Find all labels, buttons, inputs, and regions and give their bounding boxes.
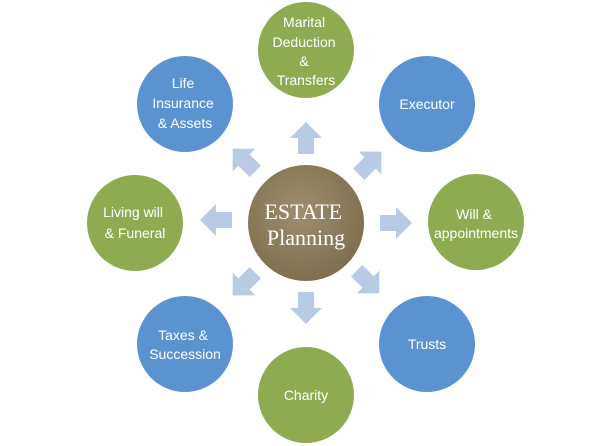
node-circle-taxes-succession (137, 296, 233, 392)
svg-text:Will & appointments: Will & appointments (434, 206, 518, 241)
arrow-up-right (353, 151, 382, 180)
node-marital-deduction: Marital Deduction & Transfers (258, 2, 354, 98)
arrow-down-right (351, 265, 380, 294)
node-label-line: appointments (434, 225, 518, 241)
svg-text:Executor: Executor (399, 96, 455, 112)
node-label-line: Executor (399, 96, 455, 112)
node-trusts: Trusts (379, 296, 475, 392)
arrow-down (290, 292, 322, 324)
node-circle-will-appointments (428, 174, 524, 270)
node-circle-living-will-funeral (87, 175, 183, 271)
node-circle-marital-deduction (258, 2, 354, 98)
center-circle (248, 165, 364, 281)
node-label-line: & Assets (158, 115, 212, 131)
center-node: ESTATE Planning (248, 165, 364, 281)
node-circle-trusts (379, 296, 475, 392)
node-label-line: Trusts (408, 336, 446, 352)
node-life-insurance-assets: Life Insurance & Assets (137, 56, 233, 152)
svg-text:Marital Deduction: Marital Deduction & Transfers (273, 14, 340, 88)
node-label-line: & (299, 53, 309, 69)
node-label-line: Insurance (152, 95, 214, 111)
svg-text:Life Insurance &: Life Insurance & Assets (152, 75, 217, 131)
arrow-up (290, 122, 322, 154)
node-label-line: Life (172, 75, 195, 91)
node-label-line: Deduction (273, 34, 336, 50)
arrow-down-left (232, 267, 261, 296)
node-charity: Charity (258, 347, 354, 443)
node-living-will-funeral: Living will & Funeral (87, 175, 183, 271)
node-taxes-succession: Taxes & Succession (137, 296, 233, 392)
node-label-line: Charity (284, 387, 328, 403)
node-label-line: Taxes & (158, 327, 208, 343)
arrows (200, 122, 412, 324)
arrow-left (200, 204, 232, 236)
node-label-line: Succession (149, 346, 221, 362)
node-circle-life-insurance-assets (137, 56, 233, 152)
svg-text:Trusts: Trusts (408, 336, 446, 352)
svg-text:Living will & Funeral: Living will & Funeral (103, 204, 167, 241)
center-title-line-2: Planning (267, 225, 345, 250)
svg-text:ESTATE Planning: ESTATE Planning (264, 199, 347, 250)
node-label-line: Marital (283, 14, 325, 30)
node-circle-executor (379, 56, 475, 152)
arrow-right (380, 207, 412, 239)
node-label-line: Living will (103, 204, 163, 220)
center-title-line-1: ESTATE (264, 199, 342, 224)
node-label-line: & Funeral (105, 225, 166, 241)
node-will-appointments: Will & appointments (428, 174, 524, 270)
node-label-line: Will & (456, 206, 492, 222)
node-circle-charity (258, 347, 354, 443)
node-executor: Executor (379, 56, 475, 152)
node-label-line: Transfers (277, 72, 336, 88)
svg-text:Charity: Charity (284, 387, 328, 403)
arrow-up-left (232, 148, 261, 177)
svg-text:Taxes & Succession: Taxes & Succession (149, 327, 221, 362)
